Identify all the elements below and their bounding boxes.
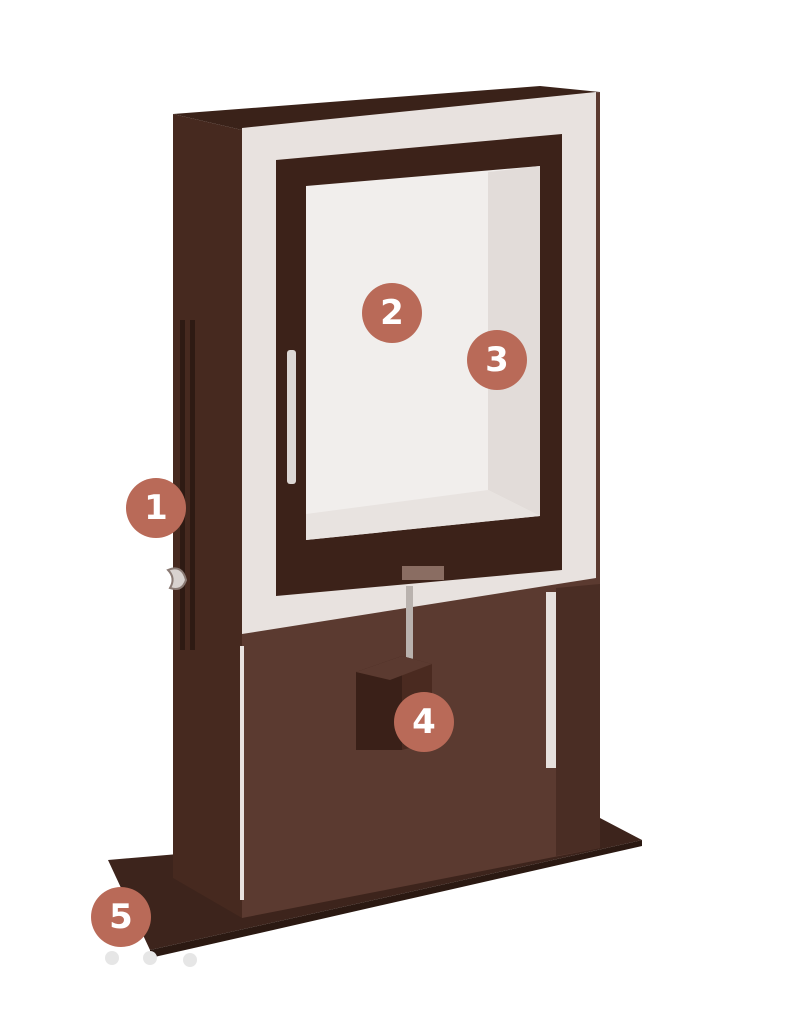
firebox-floor: [306, 490, 540, 540]
callout-marker-5: 5: [91, 887, 151, 947]
right-pillar-highlight: [546, 592, 556, 768]
right-pillar: [556, 584, 600, 856]
door-handle: [287, 350, 296, 484]
air-control-slot: [180, 320, 185, 650]
base-plate-edge: [150, 840, 642, 958]
damper-rod: [406, 586, 413, 666]
callout-marker-4: 4: [394, 692, 454, 752]
base-foot: [183, 953, 197, 967]
callout-marker-2: 2: [362, 283, 422, 343]
door-glass: [306, 166, 540, 540]
callout-marker-3: 3: [467, 330, 527, 390]
callout-marker-1: 1: [126, 478, 186, 538]
base-foot: [143, 951, 157, 965]
base-foot: [105, 951, 119, 965]
top-edge: [173, 86, 600, 130]
damper-knob: [402, 566, 444, 580]
left-side-panel: [173, 114, 242, 918]
air-control-key: [166, 567, 188, 590]
ash-box-top: [356, 656, 432, 680]
air-control-slot: [190, 320, 195, 650]
